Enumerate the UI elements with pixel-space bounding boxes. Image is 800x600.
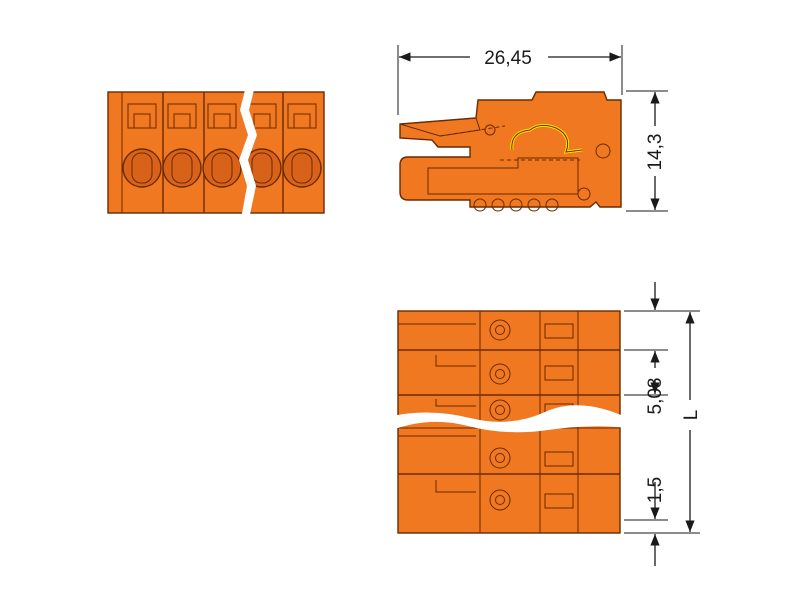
front-pole xyxy=(202,103,242,188)
bottom-circle xyxy=(527,198,541,212)
top-row xyxy=(435,480,574,511)
top-row xyxy=(398,319,574,341)
side-hole xyxy=(577,187,591,201)
side-view xyxy=(399,91,622,212)
front-view xyxy=(107,86,325,219)
latch xyxy=(399,117,481,137)
height-dimension: 14,3 xyxy=(626,90,668,212)
length-label: L xyxy=(681,410,702,421)
bottom-circle xyxy=(491,198,505,212)
latch-hidden-line xyxy=(439,125,506,137)
conductor-insert xyxy=(427,157,579,195)
top-row xyxy=(398,435,574,469)
clamp-spring-outline xyxy=(511,124,583,153)
height-label: 14,3 xyxy=(645,134,666,171)
break-gap xyxy=(392,405,628,433)
side-hole xyxy=(484,124,496,136)
top-view xyxy=(392,310,628,534)
width-dimension: 26,45 xyxy=(397,45,623,115)
front-pole xyxy=(282,103,322,188)
pitch-label: 5,08 xyxy=(645,378,666,415)
bottom-circle xyxy=(545,198,559,212)
break-gap xyxy=(239,86,257,219)
top-row xyxy=(435,355,574,385)
bottom-circle xyxy=(473,198,487,212)
offset-label: 1,5 xyxy=(645,477,666,503)
top-view-dimensions: 5,08 1,5 L xyxy=(624,282,702,566)
width-label: 26,45 xyxy=(484,48,532,69)
side-hole xyxy=(595,143,611,159)
front-pole xyxy=(122,103,162,188)
bottom-circle xyxy=(509,198,523,212)
front-pole xyxy=(162,103,202,188)
